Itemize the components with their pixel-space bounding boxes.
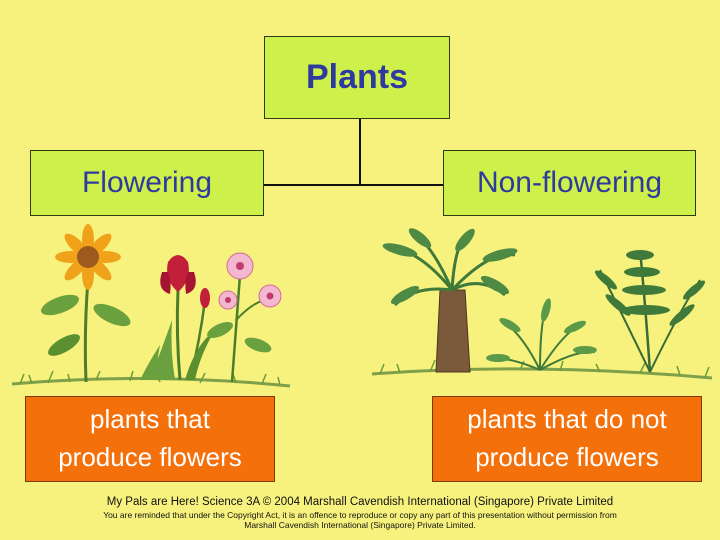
- copyright-notice-line-1: You are reminded that under the Copyrigh…: [103, 510, 617, 520]
- flowering-category-label: Flowering: [81, 166, 213, 199]
- sunflower-drawing: [41, 224, 131, 383]
- flowering-description-box: plants that produce flowers: [25, 396, 275, 482]
- tall-fern-drawing: [594, 249, 706, 373]
- plants-root-label: Plants: [305, 58, 409, 96]
- connector-lines: [264, 119, 443, 186]
- flowering-description-line-1: plants that: [90, 404, 210, 435]
- iris-drawing: [140, 255, 215, 381]
- non-flowering-category-box: Non-flowering: [443, 150, 696, 216]
- ferns-and-cycad-illustration: [371, 228, 713, 380]
- cycad-drawing: [382, 228, 518, 373]
- non-flowering-description-line-1: plants that do not: [467, 404, 667, 435]
- copyright-notice-line-2: Marshall Cavendish International (Singap…: [244, 520, 476, 530]
- plants-root-box: Plants: [264, 36, 450, 119]
- copyright-footer: My Pals are Here! Science 3A © 2004 Mars…: [106, 496, 614, 508]
- flowering-description-line-2: produce flowers: [58, 442, 242, 472]
- non-flowering-description-box: plants that do not produce flowers: [432, 396, 702, 482]
- copyright-notice: You are reminded that under the Copyrigh…: [0, 510, 720, 530]
- non-flowering-category-label: Non-flowering: [476, 166, 663, 199]
- pink-flowers-drawing: [207, 252, 282, 383]
- flowering-category-box: Flowering: [30, 150, 264, 216]
- non-flowering-description-line-2: produce flowers: [475, 442, 659, 472]
- flowering-plants-illustration: [11, 224, 291, 388]
